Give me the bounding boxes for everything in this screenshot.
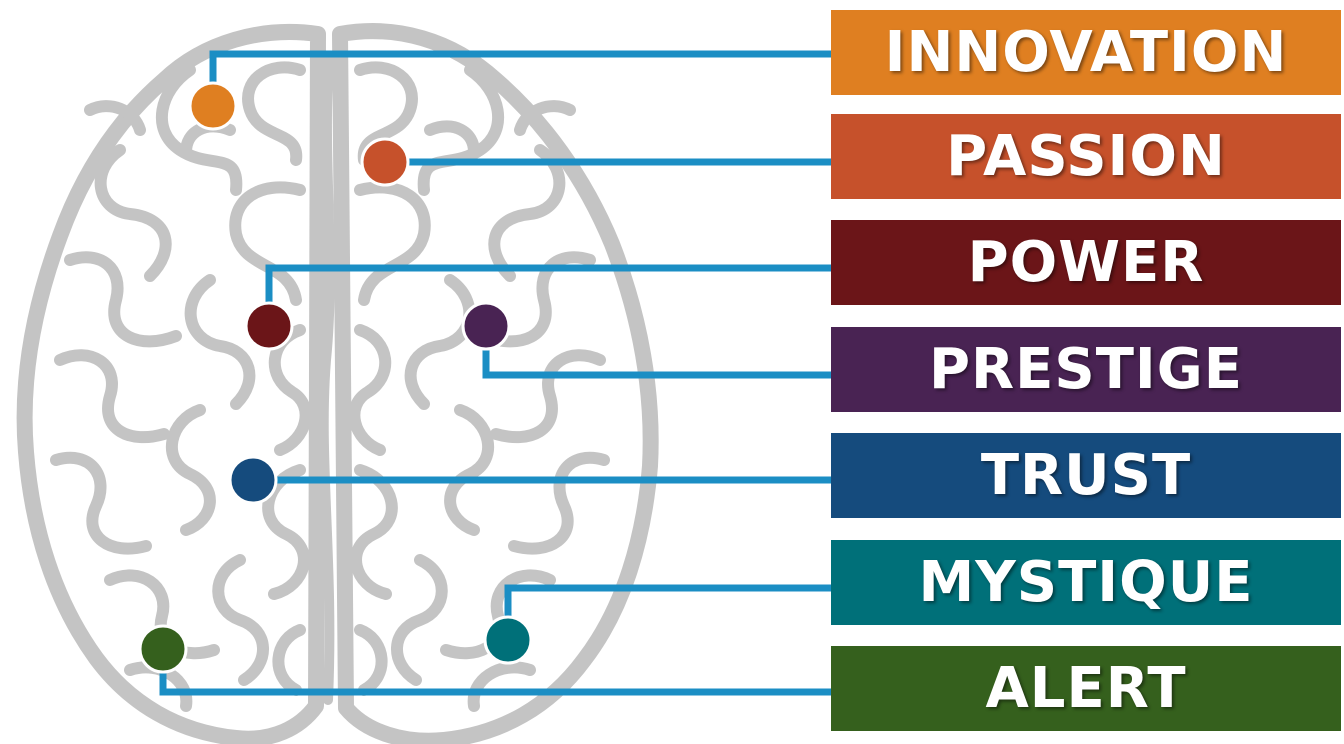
label-box-alert: ALERT: [831, 646, 1341, 731]
connector-line-mystique: [504, 584, 831, 640]
label-box-mystique: MYSTIQUE: [831, 540, 1341, 625]
marker-dot-passion: [360, 137, 410, 187]
marker-dot-innovation: [188, 81, 238, 131]
label-text-trust: TRUST: [980, 443, 1192, 508]
label-text-innovation: INNOVATION: [884, 20, 1288, 85]
label-text-power: POWER: [967, 230, 1205, 295]
right-gyri: [348, 61, 610, 712]
marker-dot-alert: [138, 624, 188, 674]
label-box-passion: PASSION: [831, 114, 1341, 199]
label-text-prestige: PRESTIGE: [928, 337, 1243, 402]
brain-illustration: [16, 23, 659, 744]
label-text-mystique: MYSTIQUE: [918, 550, 1254, 615]
label-text-alert: ALERT: [985, 656, 1187, 721]
marker-dot-mystique: [483, 615, 533, 665]
label-box-power: POWER: [831, 220, 1341, 305]
marker-dot-trust: [228, 455, 278, 505]
label-text-passion: PASSION: [946, 124, 1226, 189]
marker-dot-power: [244, 301, 294, 351]
label-box-prestige: PRESTIGE: [831, 327, 1341, 412]
marker-dot-prestige: [461, 301, 511, 351]
label-box-trust: TRUST: [831, 433, 1341, 518]
central-fissure: [318, 55, 335, 705]
left-hemisphere: [16, 24, 326, 744]
label-box-innovation: INNOVATION: [831, 10, 1341, 95]
right-hemisphere: [332, 23, 659, 744]
